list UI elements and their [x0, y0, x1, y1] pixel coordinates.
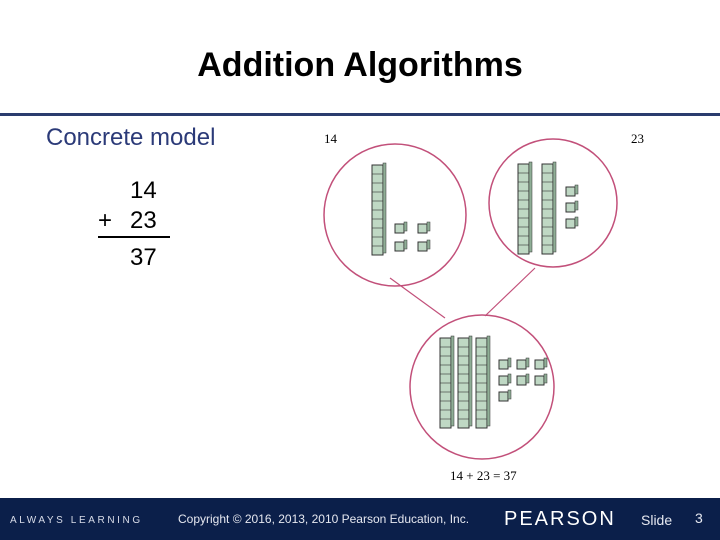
- rod-side: [486, 335, 491, 427]
- rod-side: [468, 335, 473, 427]
- cube-side: [574, 200, 579, 211]
- cube-face: [516, 375, 527, 386]
- title-divider: [0, 113, 720, 116]
- slide-label: Slide: [641, 512, 673, 528]
- unit-cube: [534, 357, 548, 370]
- ten-rod: [541, 161, 557, 255]
- ten-rod: [475, 335, 491, 429]
- rod-side: [382, 162, 387, 254]
- cube-side: [426, 239, 431, 250]
- footer-copyright: Copyright © 2016, 2013, 2010 Pearson Edu…: [178, 512, 470, 526]
- cube-face: [534, 375, 545, 386]
- addend-1: 14: [130, 177, 157, 204]
- connector-line: [484, 267, 536, 317]
- unit-cube: [565, 184, 579, 197]
- cube-side: [543, 357, 548, 368]
- cube-face: [498, 391, 509, 402]
- connector-lines: [389, 267, 536, 319]
- sum: 37: [130, 244, 157, 271]
- slide-number: 3: [695, 510, 703, 526]
- footer-bar: ALWAYS LEARNING Copyright © 2016, 2013, …: [0, 498, 720, 540]
- plus-sign: +: [98, 207, 113, 234]
- unit-cube: [565, 216, 579, 229]
- unit-cube: [394, 239, 408, 252]
- rod-side: [450, 335, 455, 427]
- unit-cube: [516, 357, 530, 370]
- unit-cube: [565, 200, 579, 213]
- cube-side: [574, 216, 579, 227]
- base-ten-blocks: [371, 161, 579, 429]
- unit-cube: [534, 373, 548, 386]
- set-circles: [323, 138, 618, 460]
- footer-tagline: ALWAYS LEARNING: [10, 515, 143, 526]
- cube-face: [394, 223, 405, 234]
- cube-face: [417, 223, 428, 234]
- cube-side: [574, 184, 579, 195]
- sum-line: [98, 236, 170, 238]
- slide-title: Addition Algorithms: [197, 46, 523, 84]
- unit-cube: [394, 221, 408, 234]
- base-ten-blocks-figure: 14 23 14 + 23 = 37: [300, 120, 700, 495]
- blocks-diagram: [323, 138, 618, 460]
- ten-rod: [439, 335, 455, 429]
- cube-face: [565, 202, 576, 213]
- rod-side: [528, 161, 533, 253]
- set-circle-14: [323, 143, 467, 287]
- cube-side: [543, 373, 548, 384]
- set-circle-sum: [409, 314, 555, 460]
- ten-rod: [457, 335, 473, 429]
- pearson-logo: PEARSON: [504, 508, 616, 530]
- cube-face: [498, 375, 509, 386]
- figure-label-14: 14: [324, 131, 337, 146]
- figure-caption: 14 + 23 = 37: [450, 468, 517, 483]
- unit-cube: [498, 389, 512, 402]
- set-circle-23: [488, 138, 618, 268]
- ten-rod: [517, 161, 533, 255]
- cube-face: [394, 241, 405, 252]
- cube-face: [534, 359, 545, 370]
- cube-face: [498, 359, 509, 370]
- subtitle: Concrete model: [46, 124, 216, 151]
- unit-cube: [417, 239, 431, 252]
- unit-cube: [498, 373, 512, 386]
- cube-side: [525, 373, 530, 384]
- unit-cube: [516, 373, 530, 386]
- cube-face: [417, 241, 428, 252]
- unit-cube: [498, 357, 512, 370]
- rod-side: [552, 161, 557, 253]
- addend-2: 23: [130, 207, 157, 234]
- figure-label-23: 23: [631, 131, 644, 146]
- cube-face: [565, 218, 576, 229]
- connector-line: [389, 277, 446, 319]
- cube-side: [403, 221, 408, 232]
- cube-side: [507, 389, 512, 400]
- cube-side: [507, 373, 512, 384]
- cube-side: [507, 357, 512, 368]
- cube-face: [516, 359, 527, 370]
- cube-side: [403, 239, 408, 250]
- cube-side: [525, 357, 530, 368]
- cube-face: [565, 186, 576, 197]
- ten-rod: [371, 162, 387, 256]
- unit-cube: [417, 221, 431, 234]
- cube-side: [426, 221, 431, 232]
